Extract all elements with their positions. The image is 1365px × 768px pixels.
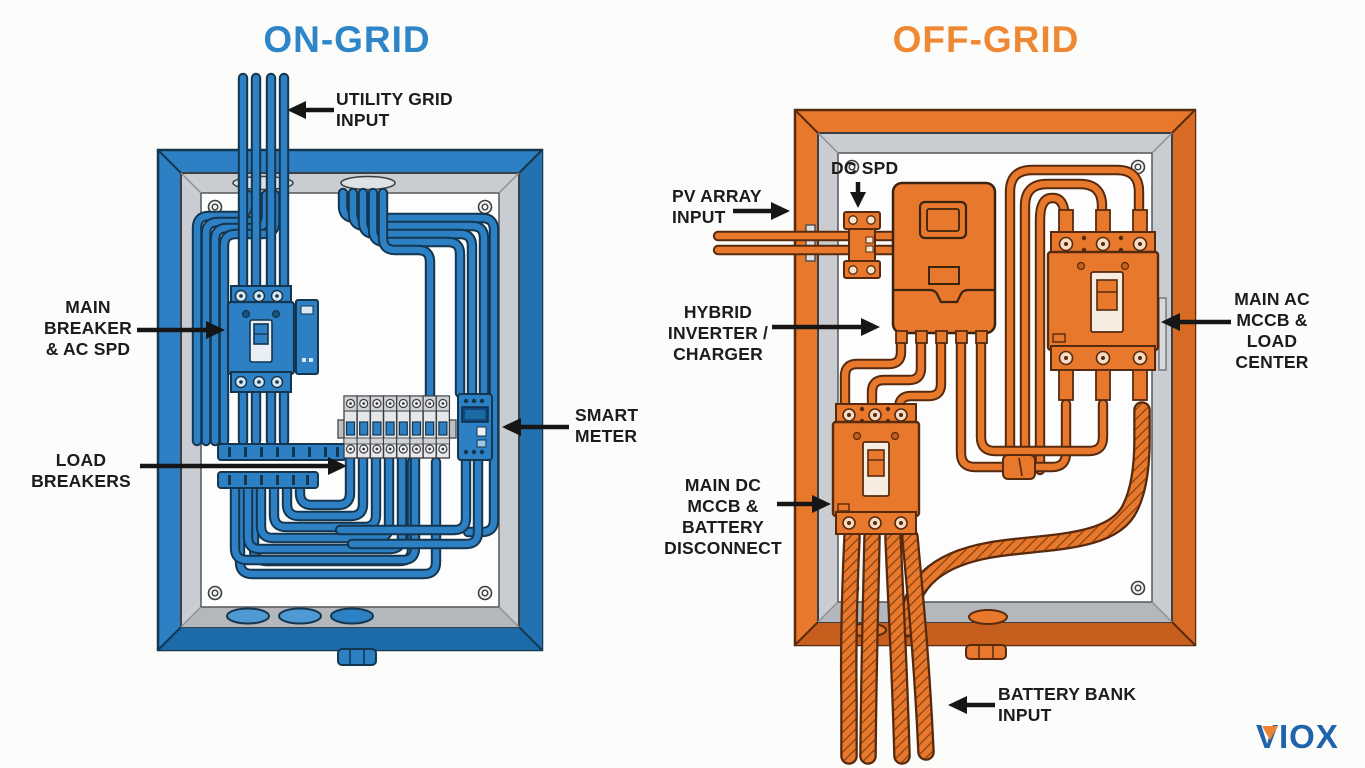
label-main-ac-mccb: MAIN AC MCCB & LOAD CENTER bbox=[1234, 289, 1310, 372]
label-dc-spd: DC SPD bbox=[831, 158, 899, 178]
label-utility-grid-input: UTILITY GRID INPUT bbox=[336, 89, 453, 130]
main-ac-mccb-arrow bbox=[1161, 313, 1231, 331]
label-smart-meter: SMART METER bbox=[575, 405, 639, 446]
off-grid-panel bbox=[712, 108, 1197, 765]
main-dc-mccb-arrow bbox=[777, 495, 831, 513]
on-grid-wires bbox=[191, 72, 500, 580]
ac-mccb-graphic bbox=[1046, 209, 1160, 401]
main-breaker-arrow bbox=[137, 321, 225, 339]
knockout-oval bbox=[330, 607, 374, 625]
label-battery-bank-input: BATTERY BANK INPUT bbox=[998, 684, 1137, 725]
hybrid-inverter-graphic bbox=[891, 181, 997, 344]
utility-grid-input-arrow bbox=[287, 101, 334, 119]
label-main-breaker: MAIN BREAKER & AC SPD bbox=[44, 297, 132, 359]
on-grid-title: ON-GRID bbox=[263, 19, 431, 60]
battery-cables bbox=[839, 401, 1151, 765]
callout-arrows bbox=[137, 101, 1231, 714]
off-grid-title: OFF-GRID bbox=[892, 19, 1080, 60]
viox-logo: VIOX bbox=[1256, 717, 1362, 759]
bottom-grommet bbox=[337, 648, 377, 666]
knockout-oval bbox=[226, 607, 270, 625]
label-hybrid-inverter: HYBRID INVERTER / CHARGER bbox=[667, 302, 769, 364]
label-main-dc-mccb: MAIN DC MCCB & BATTERY DISCONNECT bbox=[664, 475, 782, 558]
on-grid-panel bbox=[156, 72, 544, 666]
knockout-oval bbox=[278, 607, 322, 625]
bus-bars bbox=[217, 443, 347, 489]
load-breakers-graphic bbox=[337, 395, 457, 459]
dc-spd-graphic bbox=[843, 211, 881, 279]
label-load-breakers: LOAD BREAKERS bbox=[31, 450, 131, 491]
main-breaker-graphic bbox=[226, 285, 319, 393]
cable-entry-slot bbox=[340, 175, 396, 191]
viox-logo-triangle-icon bbox=[1262, 726, 1278, 740]
door-latch bbox=[1158, 297, 1167, 371]
battery-bank-input-arrow bbox=[948, 696, 995, 714]
load-breakers-arrow bbox=[140, 457, 347, 475]
knockout-oval bbox=[968, 609, 1008, 625]
wire-coupling bbox=[1002, 454, 1036, 480]
dc-spd-arrow bbox=[850, 182, 866, 208]
pv-array-input-arrow bbox=[733, 202, 790, 220]
smart-meter-arrow bbox=[502, 418, 569, 436]
smart-meter-graphic bbox=[457, 393, 493, 461]
hybrid-inverter-arrow bbox=[772, 318, 880, 336]
bottom-grommet bbox=[965, 644, 1007, 660]
dc-mccb-graphic bbox=[831, 403, 921, 535]
label-pv-array-input: PV ARRAY INPUT bbox=[672, 186, 762, 227]
